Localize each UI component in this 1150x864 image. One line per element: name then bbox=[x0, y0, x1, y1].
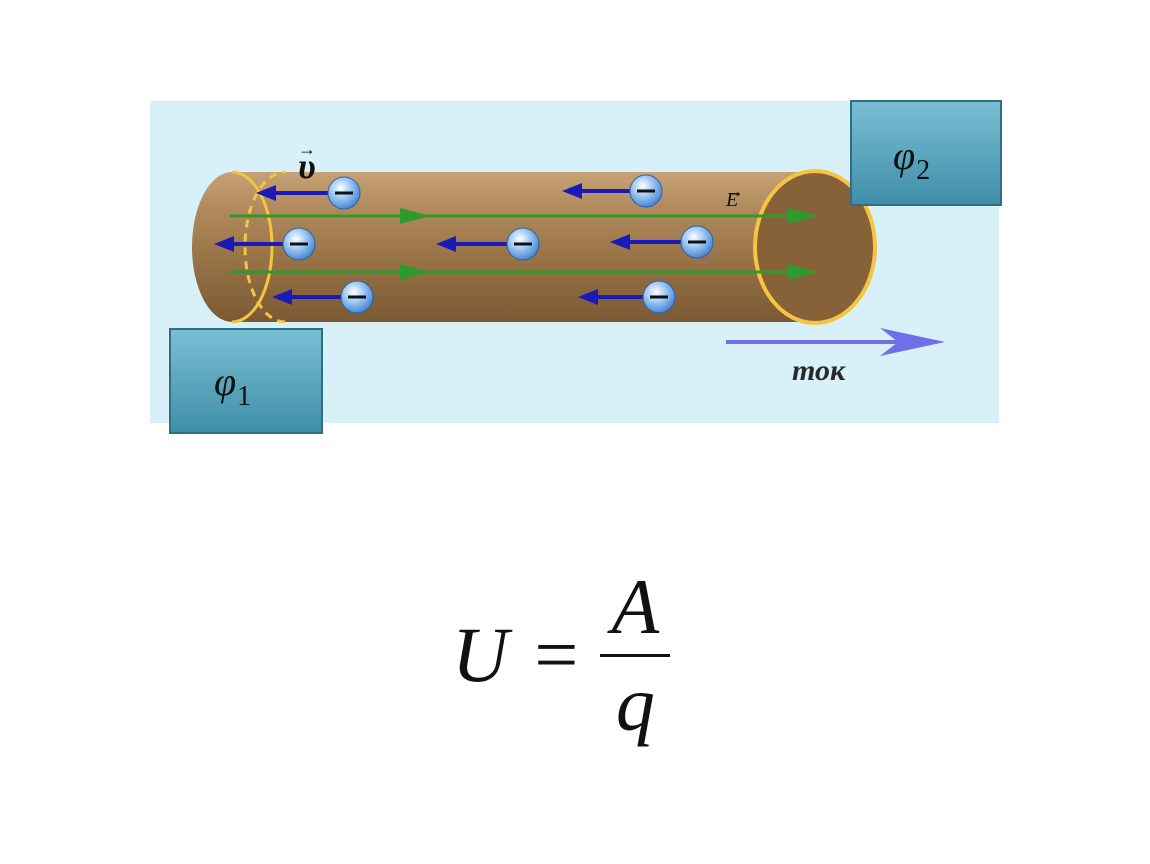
electron bbox=[578, 280, 676, 314]
vector-arrow-icon: → bbox=[726, 181, 744, 201]
potential-box-phi1 bbox=[169, 328, 323, 434]
field-arrowhead bbox=[788, 208, 818, 224]
phi2-subscript: 2 bbox=[916, 155, 931, 186]
field-arrowhead bbox=[400, 264, 430, 280]
fraction-bar bbox=[600, 653, 671, 657]
velocity-symbol: υ bbox=[298, 146, 316, 186]
field-arrowhead bbox=[400, 208, 430, 224]
formula-denominator: q bbox=[615, 659, 655, 747]
electron bbox=[610, 225, 714, 259]
formula-fraction: A q bbox=[600, 562, 671, 747]
phi2-label: φ2 bbox=[893, 133, 930, 185]
current-label: ток bbox=[792, 354, 846, 387]
voltage-formula: U = A q bbox=[452, 560, 671, 750]
dashed-cross-section bbox=[243, 170, 286, 324]
phi1-label: φ1 bbox=[214, 359, 251, 411]
phi1-subscript: 1 bbox=[237, 381, 252, 412]
electron bbox=[562, 174, 663, 208]
electrons bbox=[214, 174, 714, 314]
formula-lhs: U bbox=[452, 611, 509, 698]
potential-box-phi2 bbox=[850, 100, 1002, 206]
field-lines bbox=[230, 208, 818, 280]
field-arrowhead bbox=[788, 264, 818, 280]
current-arrow bbox=[726, 328, 945, 356]
electron bbox=[272, 280, 374, 314]
conductor-cross-section bbox=[753, 169, 877, 325]
electron bbox=[436, 227, 540, 261]
formula-equals: = bbox=[534, 611, 579, 698]
velocity-label: → υ bbox=[298, 140, 316, 186]
phi1-symbol: φ bbox=[214, 359, 237, 404]
field-label: → E bbox=[726, 182, 744, 211]
field-symbol: E bbox=[726, 189, 739, 211]
electron bbox=[214, 227, 316, 261]
phi2-symbol: φ bbox=[893, 133, 916, 178]
electron bbox=[256, 176, 361, 210]
vector-arrow-icon: → bbox=[298, 139, 316, 159]
formula-numerator: A bbox=[611, 562, 660, 650]
